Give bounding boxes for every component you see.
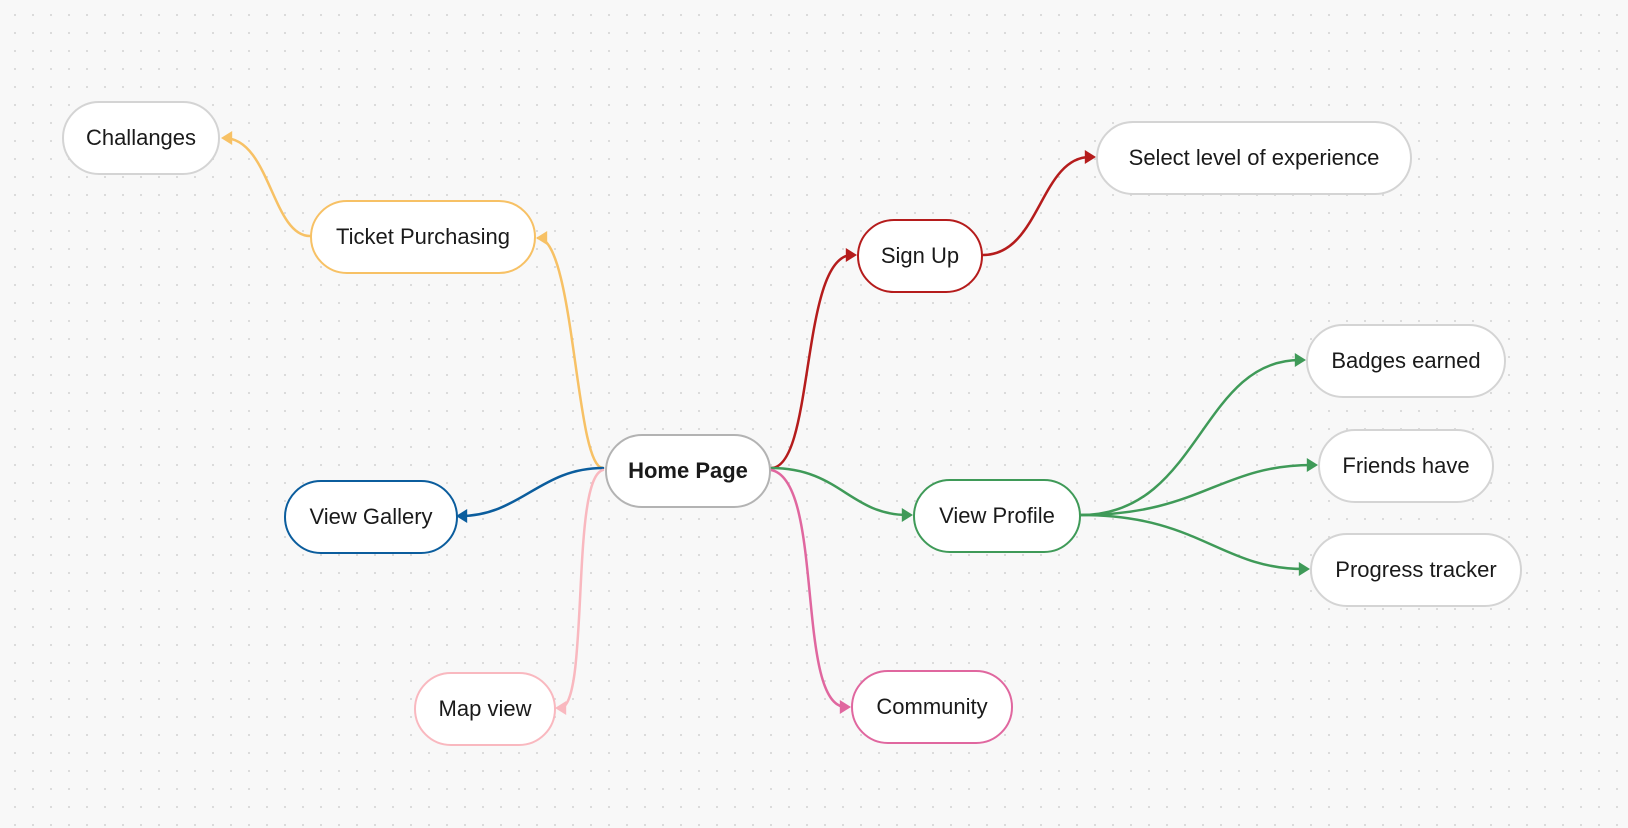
connector-home-to-view-gallery — [458, 466, 605, 518]
node-sign-up[interactable]: Sign Up — [857, 219, 983, 293]
connector-sign-up-to-experience — [981, 155, 1092, 257]
connector-home-to-view-profile — [769, 466, 910, 517]
connector-view-profile-to-progress — [1079, 513, 1306, 571]
connector-home-to-ticket-purchasing-arrowhead — [536, 231, 548, 245]
node-select-level-of-experience[interactable]: Select level of experience — [1096, 121, 1412, 195]
connector-home-to-sign-up-arrowhead — [845, 248, 857, 262]
node-community[interactable]: Community — [851, 670, 1013, 744]
node-view-gallery[interactable]: View Gallery — [284, 480, 458, 554]
connector-view-profile-to-friends — [1079, 463, 1314, 517]
connector-view-profile-to-badges — [1079, 358, 1302, 517]
connector-view-profile-to-friends-arrowhead — [1306, 458, 1318, 472]
node-home-page[interactable]: Home Page — [605, 434, 771, 508]
node-challanges[interactable]: Challanges — [62, 101, 220, 175]
connector-ticket-purchasing-to-challanges-arrowhead — [221, 131, 233, 145]
connector-home-to-ticket-purchasing — [536, 236, 605, 470]
node-ticket-purchasing[interactable]: Ticket Purchasing — [310, 200, 536, 274]
connector-ticket-purchasing-to-challanges — [222, 136, 312, 238]
connector-view-profile-to-progress-arrowhead — [1298, 562, 1310, 576]
connector-home-to-map-view-arrowhead — [555, 701, 567, 715]
connector-home-to-community — [769, 468, 848, 709]
node-progress-tracker[interactable]: Progress tracker — [1310, 533, 1522, 607]
connector-home-to-view-gallery-arrowhead — [456, 509, 468, 523]
connector-view-profile-to-badges-arrowhead — [1294, 353, 1306, 367]
connector-home-to-view-profile-arrowhead — [901, 508, 913, 522]
node-map-view[interactable]: Map view — [414, 672, 556, 746]
node-view-profile[interactable]: View Profile — [913, 479, 1081, 553]
connector-home-to-community-arrowhead — [839, 700, 851, 714]
connector-sign-up-to-experience-arrowhead — [1084, 150, 1096, 164]
connector-home-to-map-view — [558, 468, 605, 710]
node-friends-have[interactable]: Friends have — [1318, 429, 1494, 503]
node-badges-earned[interactable]: Badges earned — [1306, 324, 1506, 398]
connector-home-to-sign-up — [769, 253, 854, 470]
